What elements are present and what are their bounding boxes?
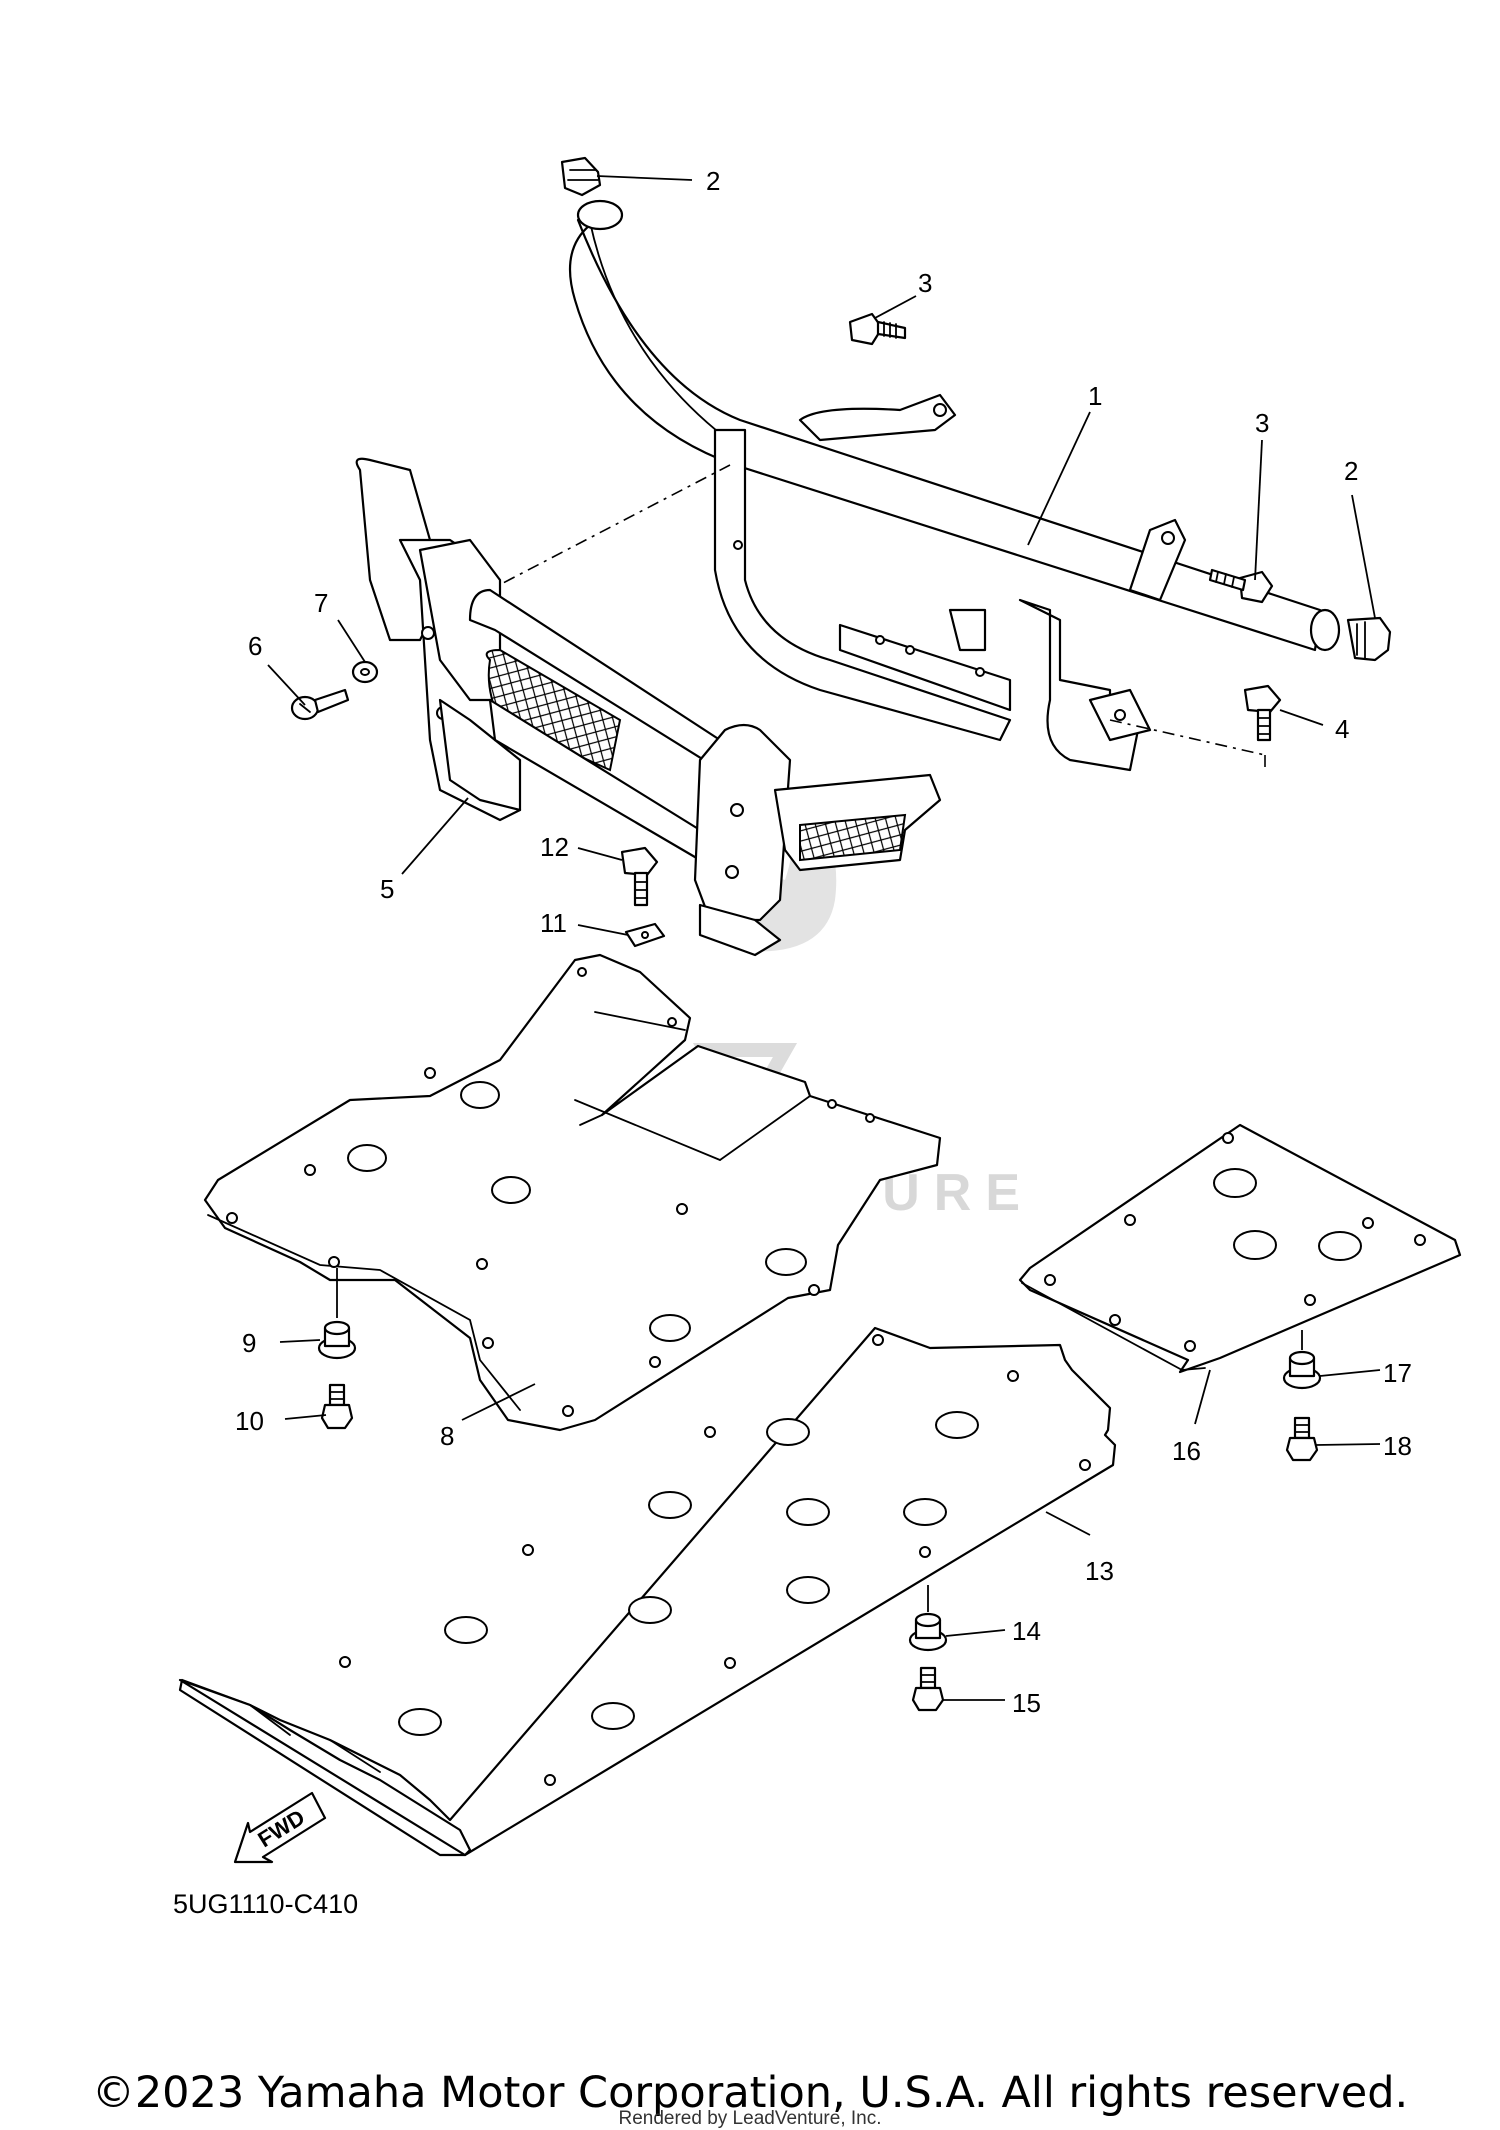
callout-grommet-side: 17 <box>1383 1358 1412 1388</box>
callout-washer: 7 <box>314 588 328 618</box>
callout-labels: 1 2 2 3 3 4 5 6 7 8 9 10 11 12 13 14 15 … <box>235 166 1412 1718</box>
end-cap-right-part[interactable] <box>1346 616 1392 662</box>
callout-screw: 6 <box>248 631 262 661</box>
bolt-center-part[interactable] <box>620 846 659 907</box>
callout-bolt-front: 10 <box>235 1406 264 1436</box>
grommet-main-part[interactable] <box>908 1612 948 1652</box>
fwd-arrow-icon: FWD <box>233 1791 327 1864</box>
callout-end-cap-right: 2 <box>1344 456 1358 486</box>
skid-plate-side-part[interactable] <box>1018 1123 1462 1374</box>
callout-bolt-upper-right: 3 <box>1255 408 1269 438</box>
screw-part[interactable] <box>290 688 350 721</box>
diagram-code: 5UG1110-C410 <box>173 1889 358 1919</box>
leader-lines <box>267 175 1381 1701</box>
bolt-front-part[interactable] <box>320 1383 354 1430</box>
callout-bolt-side: 18 <box>1383 1431 1412 1461</box>
bolt-upper-right-part[interactable] <box>1208 568 1274 604</box>
bolt-upper-left-part[interactable] <box>848 312 907 346</box>
grommet-side-part[interactable] <box>1282 1350 1322 1390</box>
callout-bolt-upper-left: 3 <box>918 268 932 298</box>
bolt-side-part[interactable] <box>1285 1416 1319 1462</box>
callout-nut-clip: 11 <box>540 908 567 938</box>
bumper-cover-part[interactable] <box>355 457 942 957</box>
callout-bumper-cover: 5 <box>380 874 394 904</box>
end-cap-top-part[interactable] <box>560 156 602 197</box>
callout-bolt-main: 15 <box>1012 1688 1041 1718</box>
skid-plate-main-part[interactable] <box>178 1326 1117 1857</box>
rendered-by-notice: Rendered by LeadVenture, Inc. <box>618 2108 882 2129</box>
callout-end-cap-top: 2 <box>706 166 720 196</box>
bolt-main-part[interactable] <box>911 1666 945 1712</box>
nut-clip-part[interactable] <box>624 922 666 948</box>
callout-grommet-main: 14 <box>1012 1616 1041 1646</box>
copyright-notice: ©2023 Yamaha Motor Corporation, U.S.A. A… <box>91 2068 1409 2118</box>
washer-part[interactable] <box>351 660 379 684</box>
callout-skid-plate-front: 8 <box>440 1421 454 1451</box>
callout-bumper-frame: 1 <box>1088 381 1102 411</box>
callout-bolt-center: 12 <box>540 832 569 862</box>
skid-plate-front-part[interactable] <box>203 953 942 1432</box>
callout-skid-plate-main: 13 <box>1085 1556 1114 1586</box>
callout-skid-plate-side: 16 <box>1172 1436 1201 1466</box>
grommet-front-part[interactable] <box>317 1320 357 1360</box>
bumper-frame-part[interactable] <box>568 199 1341 772</box>
callout-bolt-right-lower: 4 <box>1335 714 1349 744</box>
callout-grommet-front: 9 <box>242 1328 256 1358</box>
bolt-right-lower-part[interactable] <box>1243 684 1282 742</box>
